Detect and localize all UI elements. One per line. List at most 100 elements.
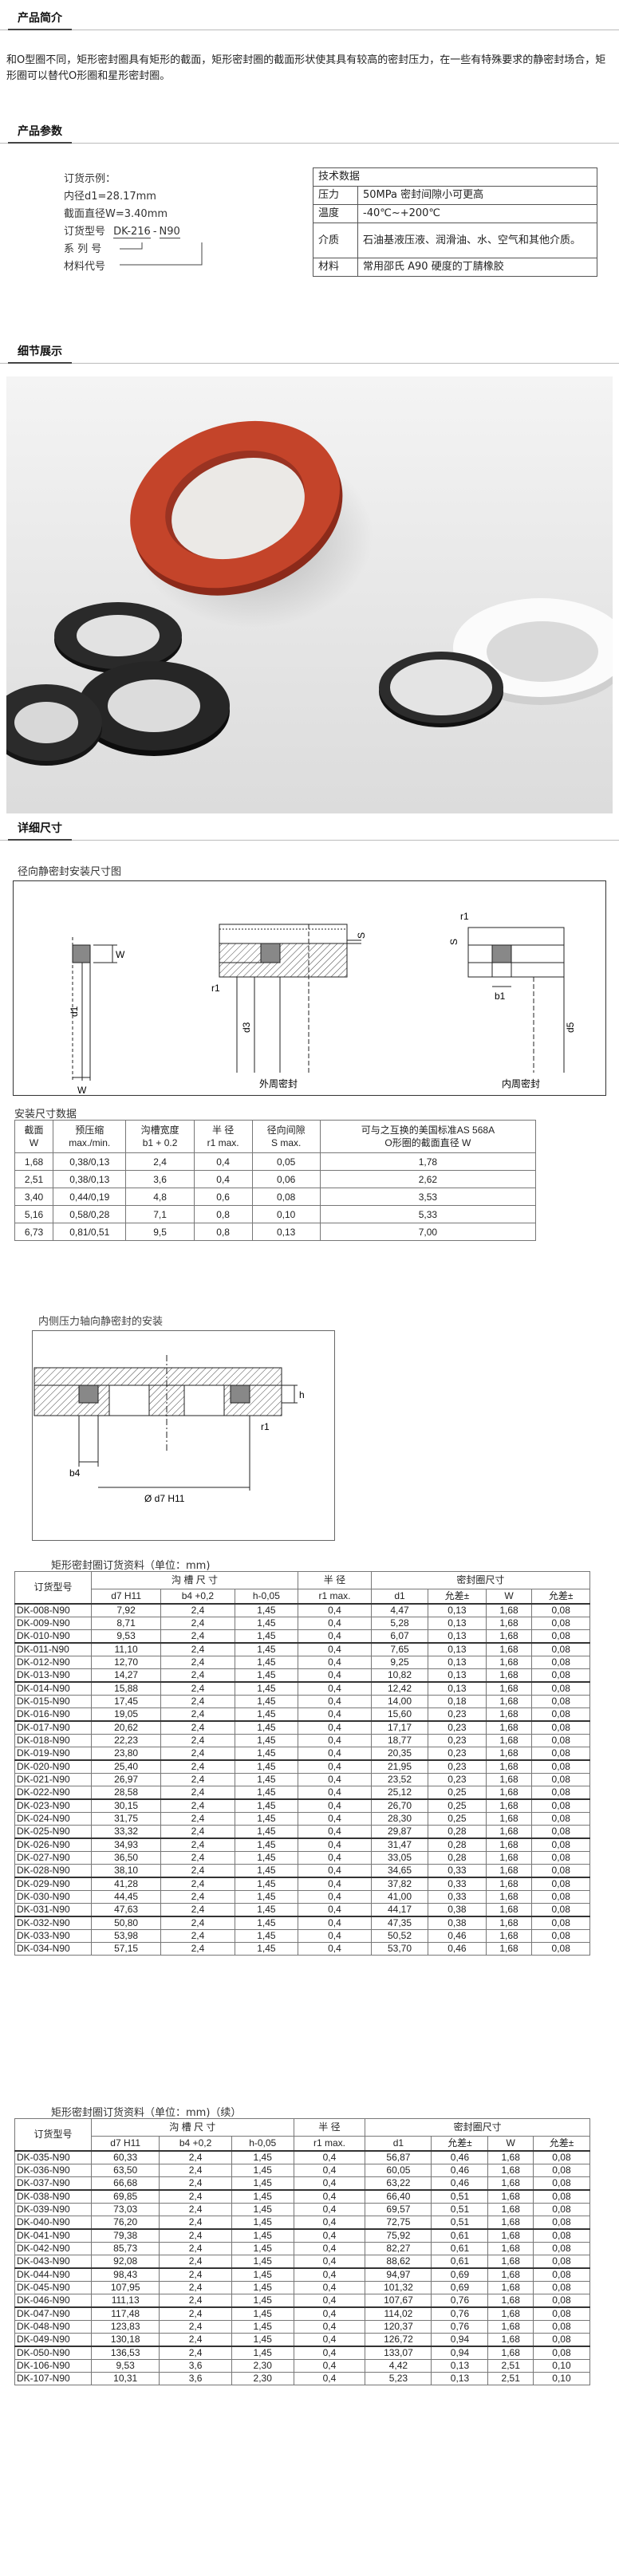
groove-cell: 101,32 bbox=[365, 2280, 432, 2294]
groove-cell: 0,4 bbox=[298, 1915, 372, 1930]
groove-cell: DK-037-N90 bbox=[14, 2176, 92, 2190]
groove-cell: 1,68 bbox=[485, 1602, 533, 1617]
groove-cell: DK-010-N90 bbox=[14, 1629, 92, 1643]
groove-cell: 0,4 bbox=[293, 2345, 366, 2360]
groove-cell: 1,68 bbox=[485, 1837, 533, 1852]
groove-cell: 41,00 bbox=[370, 1889, 429, 1904]
groove-cell: 0,4 bbox=[298, 1876, 372, 1891]
groove-cell: 0,4 bbox=[298, 1798, 372, 1813]
radial-seal-diagram: W d1 W d3 r1 S 外周密封 bbox=[13, 880, 606, 1096]
groove-cell: 1,68 bbox=[485, 1719, 533, 1735]
groove-header-model: 订货型号 bbox=[14, 2118, 92, 2151]
groove-cell: 1,45 bbox=[234, 1707, 299, 1721]
groove-cell: 1,68 bbox=[485, 1902, 533, 1916]
groove-cell: 1,68 bbox=[487, 2267, 534, 2282]
groove-cell: 82,27 bbox=[365, 2241, 432, 2255]
groove-cell: 4,42 bbox=[365, 2358, 432, 2373]
groove-table1-caption: 矩形密封圈订货资料（单位：mm) bbox=[51, 1560, 211, 1572]
groove-cell: 0,4 bbox=[293, 2267, 366, 2282]
groove-cell: 0,13 bbox=[428, 1680, 487, 1696]
groove-cell: 0,08 bbox=[531, 1785, 590, 1799]
groove-cell: 0,4 bbox=[293, 2371, 366, 2385]
groove-cell: 31,47 bbox=[370, 1837, 429, 1852]
groove-cell: 0,08 bbox=[531, 1876, 590, 1891]
groove-cell: DK-009-N90 bbox=[14, 1616, 92, 1630]
groove-cell: DK-008-N90 bbox=[14, 1602, 92, 1617]
groove-cell: 2,4 bbox=[160, 1655, 235, 1669]
groove-cell: 0,51 bbox=[431, 2215, 489, 2229]
groove-cell: 0,4 bbox=[293, 2163, 366, 2177]
groove-cell: DK-015-N90 bbox=[14, 1694, 92, 1708]
groove-cell: DK-029-N90 bbox=[14, 1876, 92, 1891]
groove-cell: 17,45 bbox=[90, 1694, 162, 1708]
groove-cell: 1,45 bbox=[231, 2345, 294, 2360]
groove-cell: 0,08 bbox=[531, 1798, 590, 1813]
section-header: 详细尺寸 bbox=[0, 817, 619, 841]
groove-cell: 0,23 bbox=[428, 1719, 487, 1735]
groove-subheader-cell: d1 bbox=[365, 2136, 432, 2151]
groove-cell: 2,30 bbox=[231, 2358, 294, 2373]
groove-subheader-cell: b4 +0,2 bbox=[159, 2136, 232, 2151]
groove-cell: 5,28 bbox=[370, 1616, 429, 1630]
groove-cell: 44,45 bbox=[90, 1889, 162, 1904]
section-title: 产品简介 bbox=[18, 12, 62, 25]
groove-cell: 0,08 bbox=[531, 1746, 590, 1760]
groove-cell: 0,4 bbox=[298, 1941, 372, 1956]
groove-cell: 0,08 bbox=[531, 1863, 590, 1877]
install-cell: 0,38/0,13 bbox=[53, 1152, 127, 1171]
tech-value: -40℃~+200℃ bbox=[357, 204, 597, 223]
groove-cell: 1,68 bbox=[485, 1850, 533, 1865]
groove-cell: 2,4 bbox=[159, 2332, 232, 2346]
section-underline bbox=[8, 142, 72, 144]
groove-cell: 2,4 bbox=[159, 2215, 232, 2229]
section-title: 细节展示 bbox=[18, 345, 62, 358]
groove-cell: 2,4 bbox=[160, 1746, 235, 1760]
groove-cell: 0,4 bbox=[298, 1694, 372, 1708]
install-cell: 3,6 bbox=[125, 1170, 195, 1188]
install-table-caption: 安装尺寸数据 bbox=[14, 1109, 77, 1121]
inner-seal-label: 内周密封 bbox=[502, 1077, 540, 1089]
groove-cell: 0,4 bbox=[298, 1863, 372, 1877]
label-d1: d1 bbox=[69, 1006, 80, 1017]
groove-cell: 0,08 bbox=[531, 1889, 590, 1904]
groove-subheader-cell: 允差± bbox=[431, 2136, 489, 2151]
groove-cell: 2,4 bbox=[160, 1941, 235, 1956]
groove-cell: 66,40 bbox=[365, 2188, 432, 2204]
groove-cell: 2,4 bbox=[159, 2280, 232, 2294]
groove-cell: DK-042-N90 bbox=[14, 2241, 92, 2255]
install-cell: 2,4 bbox=[125, 1152, 195, 1171]
groove-cell: 2,4 bbox=[159, 2163, 232, 2177]
groove-cell: 2,4 bbox=[160, 1602, 235, 1617]
groove-cell: 60,33 bbox=[90, 2149, 160, 2164]
groove-cell: 1,45 bbox=[234, 1785, 299, 1799]
groove-cell: 1,45 bbox=[234, 1876, 299, 1891]
groove-cell: 1,68 bbox=[485, 1772, 533, 1786]
groove-cell: 0,13 bbox=[428, 1602, 487, 1617]
install-cell: 1,68 bbox=[14, 1152, 54, 1171]
groove-cell: 1,68 bbox=[485, 1824, 533, 1838]
install-header-cell: 可与之互换的美国标准AS 568A O形圈的截面直径 W bbox=[319, 1120, 537, 1153]
section-title: 详细尺寸 bbox=[18, 822, 62, 835]
groove-cell: 2,4 bbox=[160, 1876, 235, 1891]
install-cell: 4,8 bbox=[125, 1188, 195, 1206]
groove-cell: 2,4 bbox=[159, 2176, 232, 2190]
install-cell: 0,4 bbox=[193, 1170, 253, 1188]
groove-cell: 1,45 bbox=[234, 1941, 299, 1956]
groove-cell: 1,68 bbox=[487, 2188, 534, 2204]
label-W2: W bbox=[77, 1085, 87, 1095]
groove-cell: 3,6 bbox=[159, 2358, 232, 2373]
outer-seal-label: 外周密封 bbox=[259, 1077, 298, 1089]
groove-cell: 37,82 bbox=[370, 1876, 429, 1891]
groove-cell: 1,45 bbox=[234, 1641, 299, 1656]
groove-cell: 88,62 bbox=[365, 2254, 432, 2268]
groove-cell: 2,4 bbox=[160, 1707, 235, 1721]
label-r1: r1 bbox=[211, 983, 220, 994]
groove-cell: 126,72 bbox=[365, 2332, 432, 2346]
